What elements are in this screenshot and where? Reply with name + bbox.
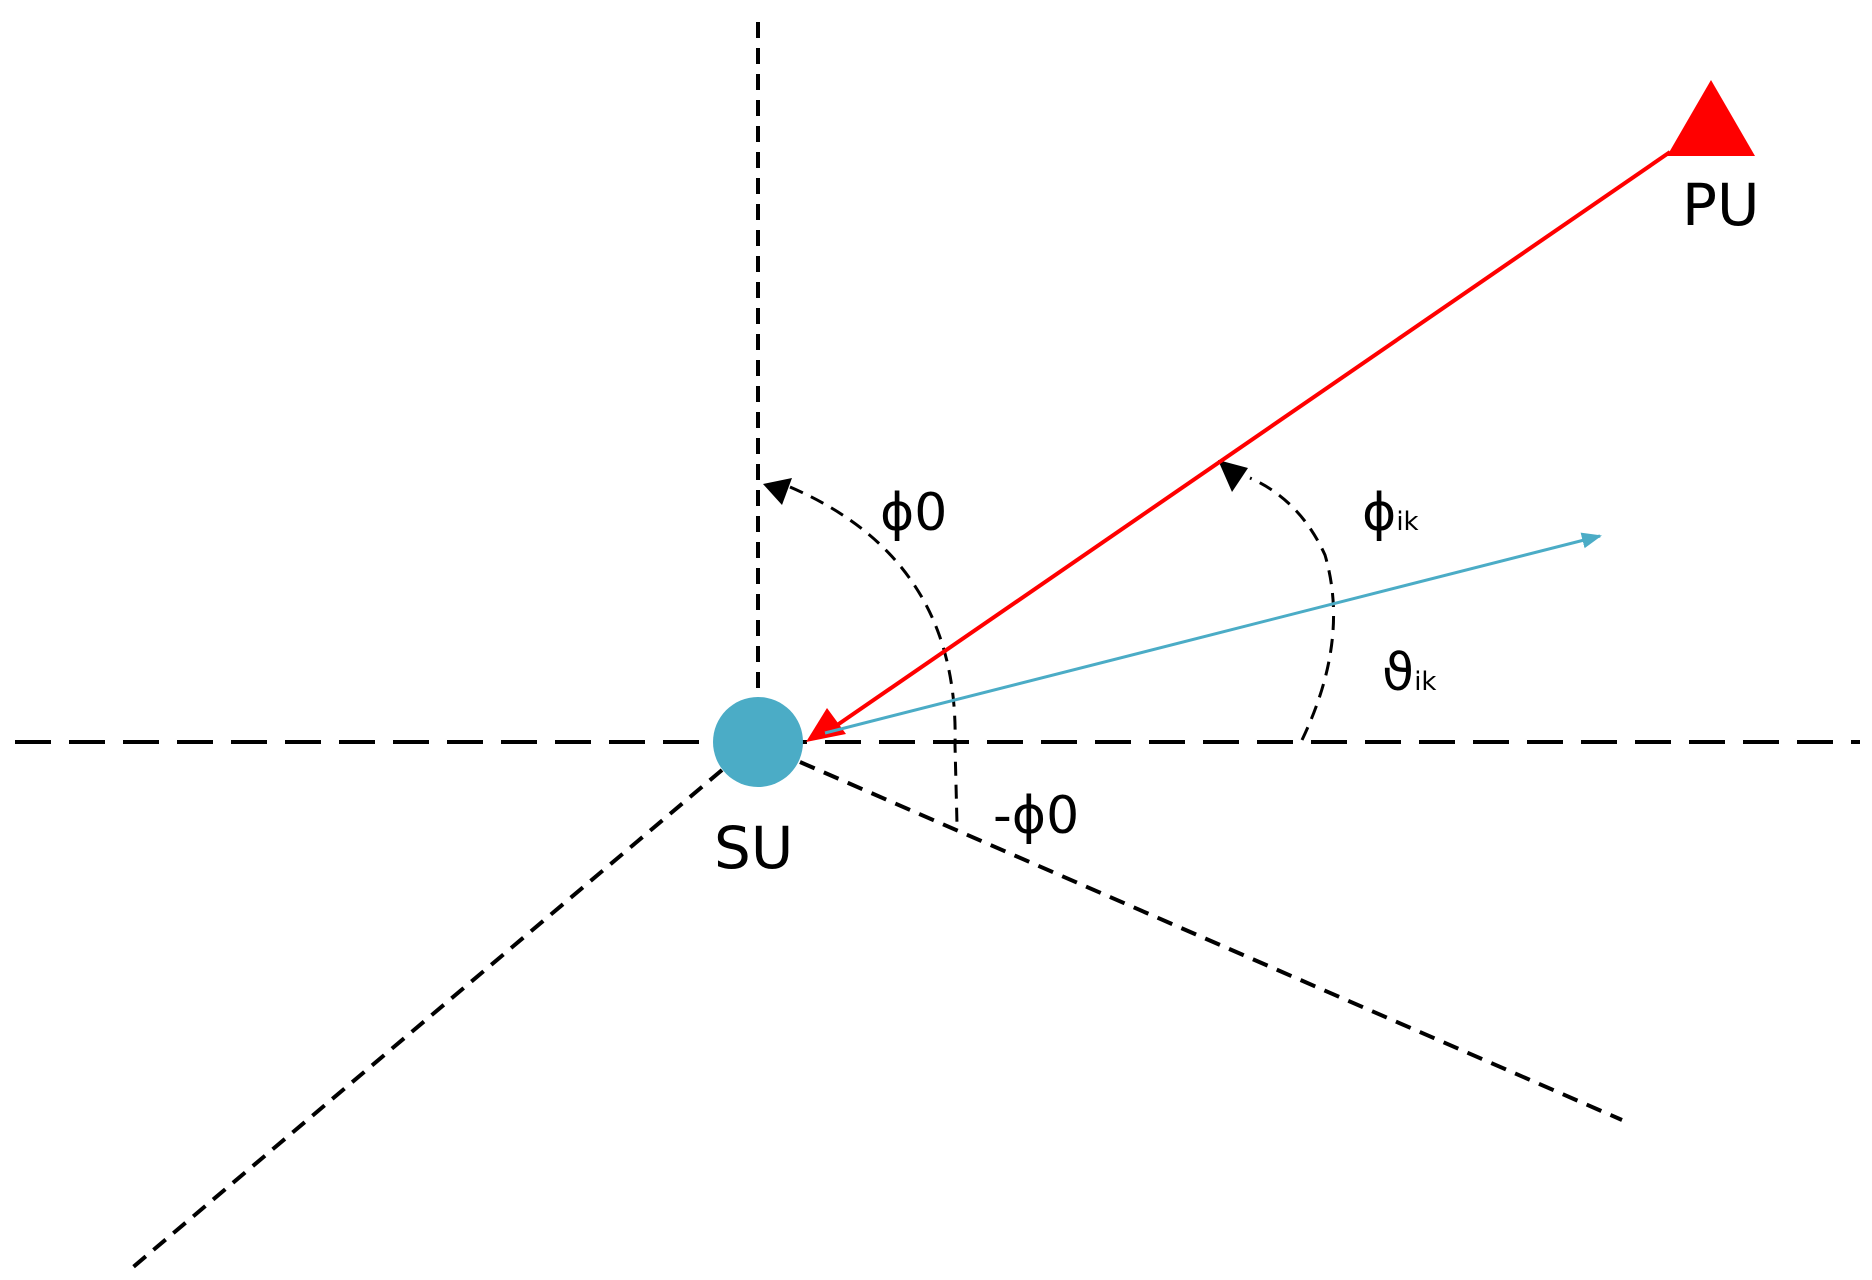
theta-ik-subscript: ik	[1414, 667, 1436, 697]
phi-ik-label: ϕik	[1362, 483, 1419, 543]
neg-phi0-label: -ϕ0	[993, 786, 1079, 846]
su-label: SU	[714, 814, 793, 882]
theta-ik-symbol: ϑ	[1382, 643, 1414, 703]
phi-ik-subscript: ik	[1396, 507, 1418, 537]
phi-ik-arrowhead	[1218, 460, 1248, 492]
su-node	[713, 697, 803, 787]
theta-ik-label: ϑik	[1382, 643, 1436, 703]
phi0-arrowhead	[763, 478, 792, 505]
pu-label: PU	[1682, 171, 1759, 239]
sector-boundary-lower-left	[130, 768, 724, 1270]
beam-direction-vector	[824, 532, 1602, 735]
sector-boundary-lower-right	[799, 760, 1623, 1122]
pu-node	[1667, 80, 1755, 156]
phi-ik-symbol: ϕ	[1362, 483, 1396, 543]
phi0-label: ϕ0	[880, 483, 947, 543]
pu-to-su-link	[828, 150, 1672, 732]
phi-ik-arc	[1249, 476, 1336, 741]
pu-to-su-arrowhead	[806, 708, 846, 742]
phi0-arc	[789, 485, 959, 825]
